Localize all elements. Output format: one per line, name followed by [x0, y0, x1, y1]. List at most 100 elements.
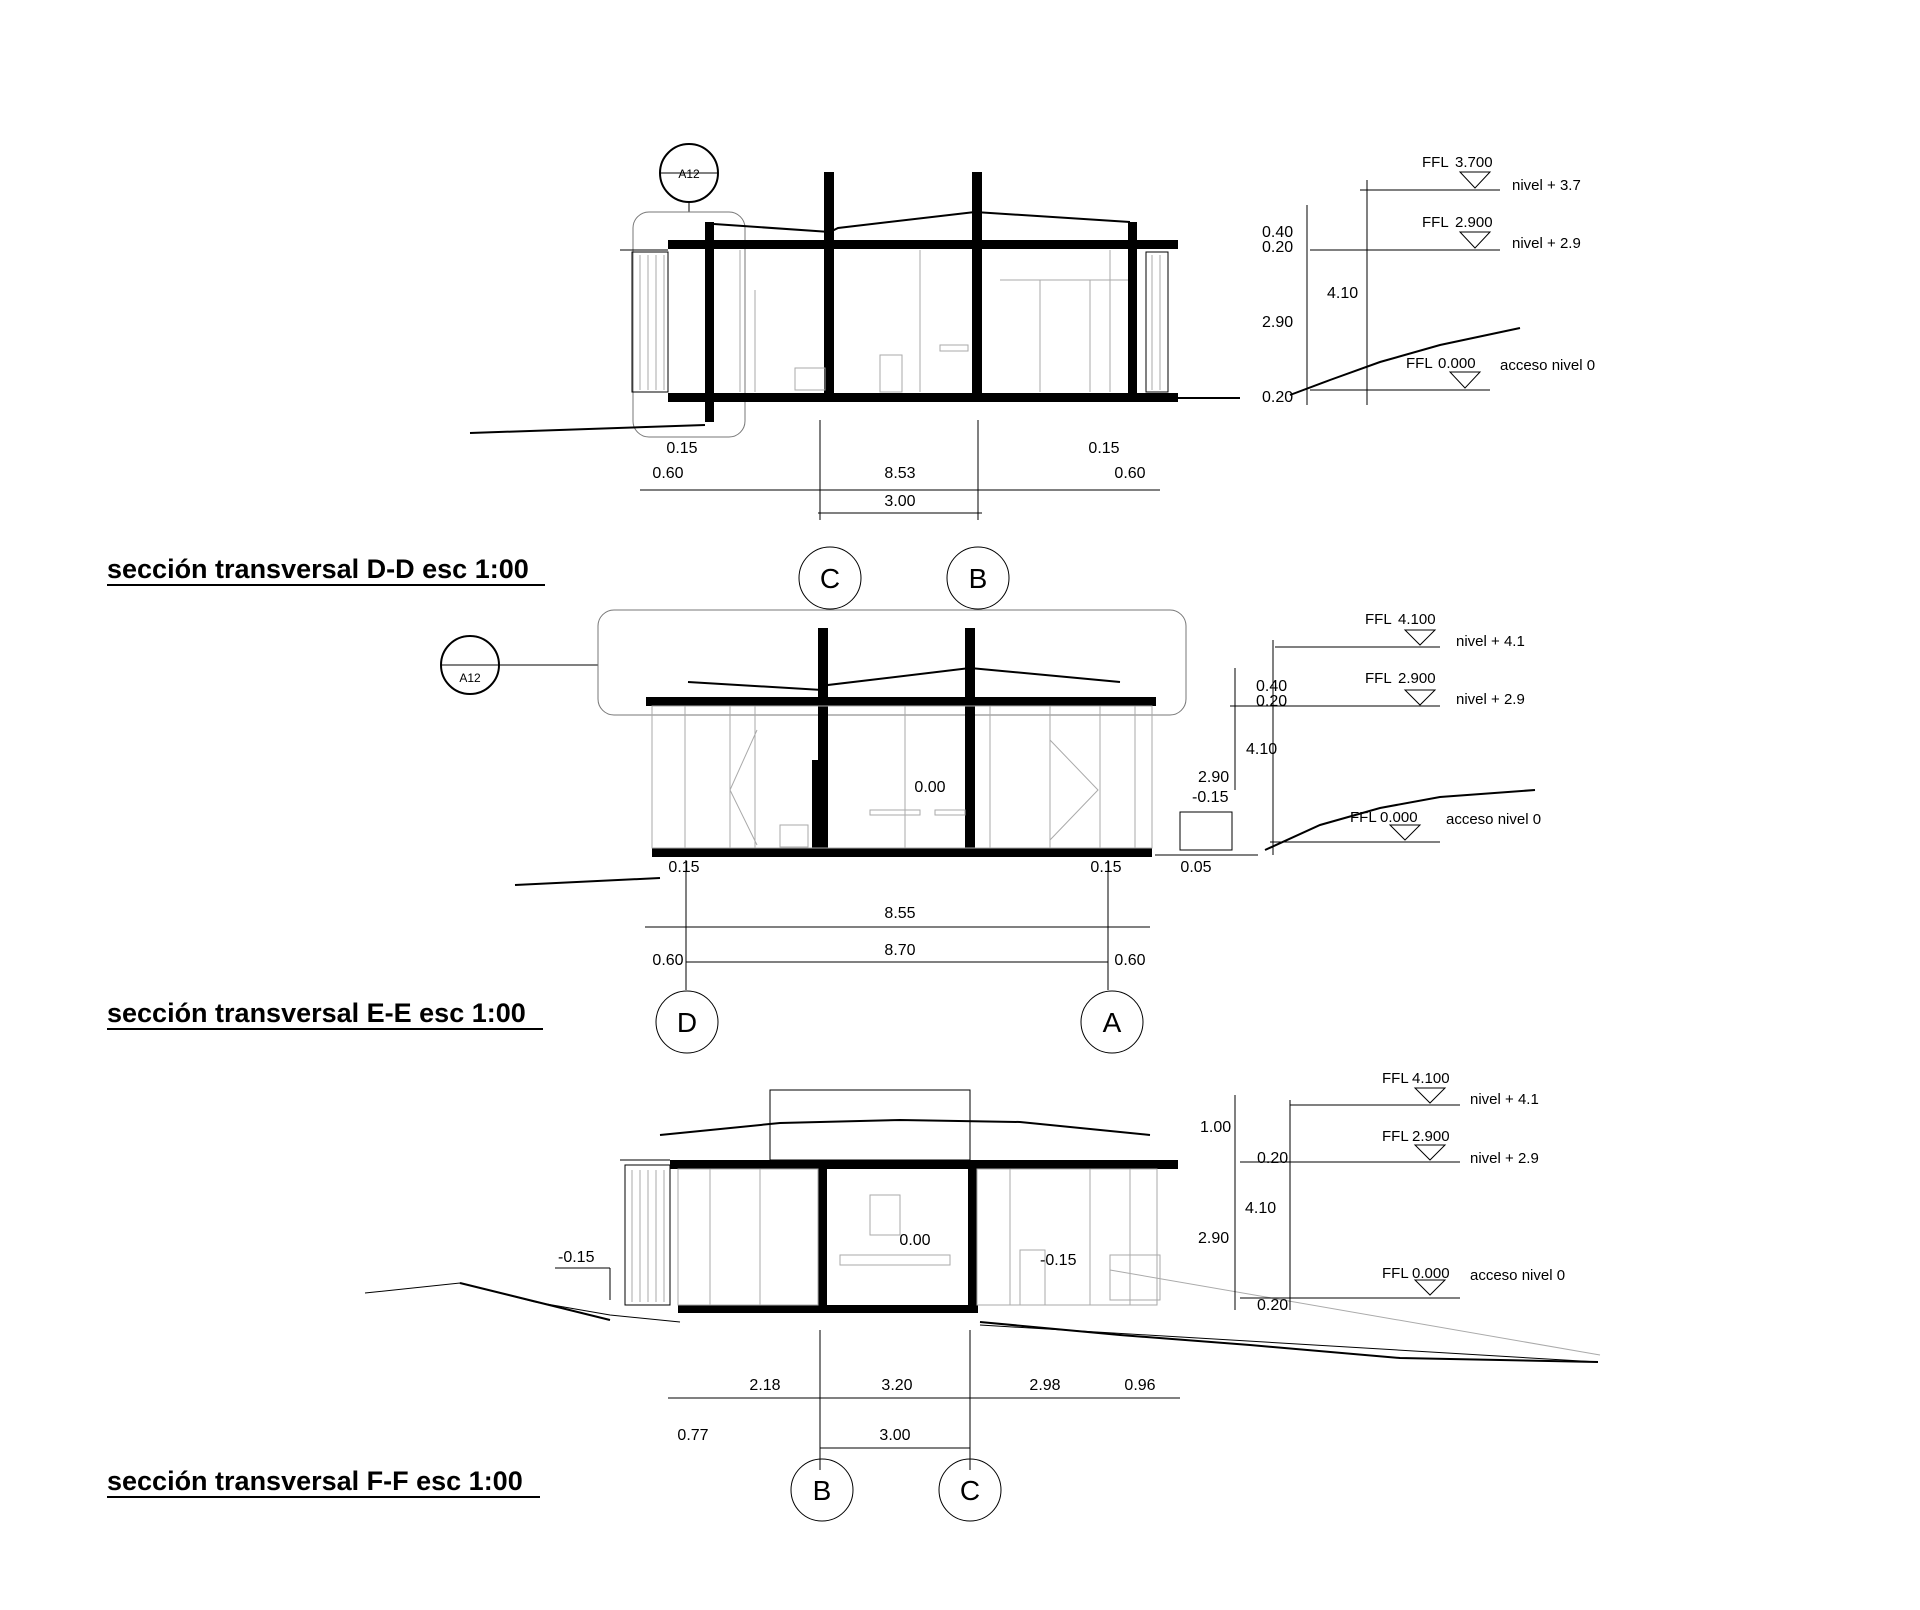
hdim: 0.60	[652, 465, 683, 482]
hdim: 0.15	[666, 440, 697, 457]
hdim: 0.15	[1088, 440, 1119, 457]
vdim: 4.10	[1246, 741, 1277, 758]
axis-bubble-d	[655, 990, 719, 1054]
axis-bubble-b	[946, 546, 1010, 610]
hdim: 0.77	[677, 1427, 708, 1444]
horizontal-dims-ee: 0.15 0.15 0.05 8.55 0.60 8.70 0.60	[645, 859, 1212, 990]
ffl-label: FFL	[1382, 1070, 1409, 1087]
vdim: 0.20	[1256, 693, 1287, 710]
section-title: sección transversal F-F esc 1:00	[107, 1466, 523, 1496]
vdim: 0.40	[1256, 678, 1287, 695]
vdim: 2.90	[1262, 314, 1293, 331]
section-ee: A12 0.00 FFL 4.100 nivel + 4.1	[107, 609, 1541, 1054]
vertical-dims-ff: 1.00 0.20 4.10 2.90 0.20	[1198, 1095, 1291, 1314]
nivel-label: nivel + 4.1	[1470, 1091, 1539, 1108]
nivel-label: nivel + 2.9	[1512, 235, 1581, 252]
detail-tag-label: A12	[459, 671, 481, 685]
vdim: 1.00	[1200, 1119, 1231, 1136]
hdim: 8.70	[884, 942, 915, 959]
axis-label: B	[969, 563, 988, 594]
hdim: 0.96	[1124, 1377, 1155, 1394]
section-title: sección transversal D-D esc 1:00	[107, 554, 529, 584]
hdim: 2.18	[749, 1377, 780, 1394]
vertical-dims-dd: 0.40 0.20 2.90 4.10 0.20	[1262, 180, 1368, 406]
axis-label: B	[813, 1475, 832, 1506]
ffl-value: 4.100	[1412, 1070, 1450, 1087]
ground-line-left	[469, 424, 706, 434]
axis-bubble-a	[1080, 990, 1144, 1054]
vdim: 0.20	[1262, 389, 1293, 406]
horizontal-dims-dd: 0.15 0.15 0.60 8.53 0.60 3.00	[640, 420, 1160, 520]
nivel-label: acceso nivel 0	[1446, 811, 1541, 828]
level-markers-dd: FFL 3.700 nivel + 3.7 FFL 2.900 nivel + …	[1310, 154, 1595, 391]
vdim: 0.20	[1257, 1297, 1288, 1314]
axis-label: D	[677, 1007, 697, 1038]
section-title: sección transversal E-E esc 1:00	[107, 998, 526, 1028]
vdim: 4.10	[1245, 1200, 1276, 1217]
detail-tag-ee: A12	[440, 609, 1187, 716]
level-markers-ff: FFL 4.100 nivel + 4.1 FFL 2.900 nivel + …	[1240, 1070, 1565, 1299]
axis-bubble-b	[790, 1458, 854, 1522]
ffl-value: 2.900	[1455, 214, 1493, 231]
ffl-label: FFL	[1365, 670, 1392, 687]
building-dd	[620, 172, 1178, 422]
level-markers-ee: FFL 4.100 nivel + 4.1 FFL 2.900 nivel + …	[1230, 611, 1541, 843]
section-dd: A12 FFL 3.70	[107, 143, 1595, 610]
detail-tag-label: A12	[678, 167, 700, 181]
building-ee	[646, 628, 1156, 857]
inner-level: 0.00	[899, 1232, 930, 1249]
ffl-value: 0.000	[1438, 355, 1476, 372]
vdim: 4.10	[1327, 285, 1358, 302]
building-ff	[620, 1089, 1178, 1313]
hdim: 2.98	[1029, 1377, 1060, 1394]
hdim: 8.55	[884, 905, 915, 922]
axis-bubble-c	[798, 546, 862, 610]
vdim: 0.40	[1262, 224, 1293, 241]
ffl-label: FFL	[1382, 1265, 1409, 1282]
ffl-label: FFL	[1422, 154, 1449, 171]
hdim: 3.00	[879, 1427, 910, 1444]
hdim: 8.53	[884, 465, 915, 482]
nivel-label: nivel + 4.1	[1456, 633, 1525, 650]
hdim: 0.60	[652, 952, 683, 969]
axis-label: C	[960, 1475, 980, 1506]
nivel-label: acceso nivel 0	[1500, 357, 1595, 374]
vdim: 0.20	[1262, 239, 1293, 256]
vertical-dims-ee: 0.40 0.20 4.10 2.90 -0.15	[1179, 640, 1287, 855]
nivel-label: nivel + 3.7	[1512, 177, 1581, 194]
ffl-value: 3.700	[1455, 154, 1493, 171]
section-ff: -0.15 0.00 -0.15 FFL 4.100 nivel + 4.1 F…	[107, 1070, 1601, 1522]
hdim: 0.15	[668, 859, 699, 876]
ffl-value: 2.900	[1398, 670, 1436, 687]
inner-level: -0.15	[1040, 1252, 1077, 1269]
hdim: 0.15	[1090, 859, 1121, 876]
vdim: 0.20	[1257, 1150, 1288, 1167]
hdim: 0.05	[1180, 859, 1211, 876]
hdim: 0.60	[1114, 465, 1145, 482]
axis-label: A	[1103, 1007, 1122, 1038]
horizontal-dims-ff: 2.18 3.20 2.98 0.96 0.77 3.00	[668, 1330, 1180, 1470]
ffl-label: FFL	[1382, 1128, 1409, 1145]
ffl-value: 0.000	[1380, 809, 1418, 826]
ffl-label: FFL	[1350, 809, 1377, 826]
inner-level: 0.00	[914, 779, 945, 796]
detail-tag-dd: A12	[632, 143, 746, 438]
hdim: 3.20	[881, 1377, 912, 1394]
ffl-label: FFL	[1422, 214, 1449, 231]
axis-label: C	[820, 563, 840, 594]
ffl-value: 4.100	[1398, 611, 1436, 628]
hdim: 0.60	[1114, 952, 1145, 969]
ffl-value: 0.000	[1412, 1265, 1450, 1282]
vdim: 2.90	[1198, 769, 1229, 786]
ffl-value: 2.900	[1412, 1128, 1450, 1145]
nivel-label: nivel + 2.9	[1456, 691, 1525, 708]
hdim: 3.00	[884, 493, 915, 510]
vdim: -0.15	[1192, 789, 1229, 806]
ffl-label: FFL	[1365, 611, 1392, 628]
nivel-label: acceso nivel 0	[1470, 1267, 1565, 1284]
vdim: 2.90	[1198, 1230, 1229, 1247]
nivel-label: nivel + 2.9	[1470, 1150, 1539, 1167]
ground-line-right	[1289, 327, 1521, 396]
inner-level: -0.15	[558, 1249, 595, 1266]
axis-bubble-c	[938, 1458, 1002, 1522]
